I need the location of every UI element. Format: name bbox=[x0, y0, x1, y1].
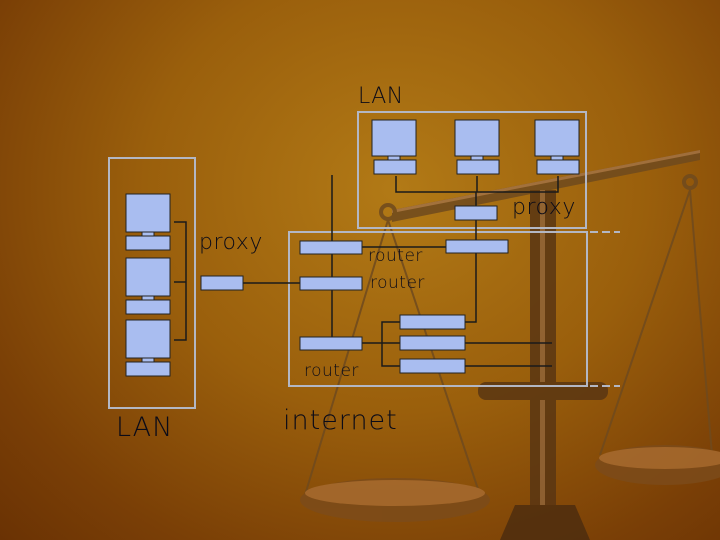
computer-icon bbox=[125, 193, 171, 251]
computer-icon bbox=[125, 319, 171, 377]
router-label-1: router bbox=[368, 246, 423, 266]
proxy-top-label: proxy bbox=[512, 195, 576, 220]
lan-left-label: LAN bbox=[116, 412, 174, 443]
router-box bbox=[299, 336, 363, 351]
router-box bbox=[399, 335, 466, 351]
lan-top-group-outline bbox=[357, 111, 587, 229]
lan-left-group-outline bbox=[108, 157, 196, 409]
router-box bbox=[445, 239, 509, 254]
computer-icon bbox=[534, 119, 580, 175]
router-box bbox=[399, 358, 466, 374]
internet-group-outline bbox=[288, 231, 620, 387]
proxy-box-left bbox=[200, 275, 244, 291]
proxy-box-top bbox=[454, 205, 498, 221]
router-box bbox=[399, 314, 466, 330]
proxy-left-label: proxy bbox=[199, 230, 263, 255]
router-label-3: router bbox=[304, 361, 359, 381]
computer-icon bbox=[454, 119, 500, 175]
router-label-2: router bbox=[370, 273, 425, 293]
connection-lines bbox=[174, 175, 559, 367]
lan-top-label: LAN bbox=[358, 84, 404, 109]
computer-icon bbox=[125, 257, 171, 315]
computer-icon bbox=[371, 119, 417, 175]
internet-label: internet bbox=[283, 405, 398, 436]
router-box bbox=[299, 276, 363, 291]
balance-scale-background bbox=[300, 150, 720, 540]
router-box bbox=[299, 240, 363, 255]
